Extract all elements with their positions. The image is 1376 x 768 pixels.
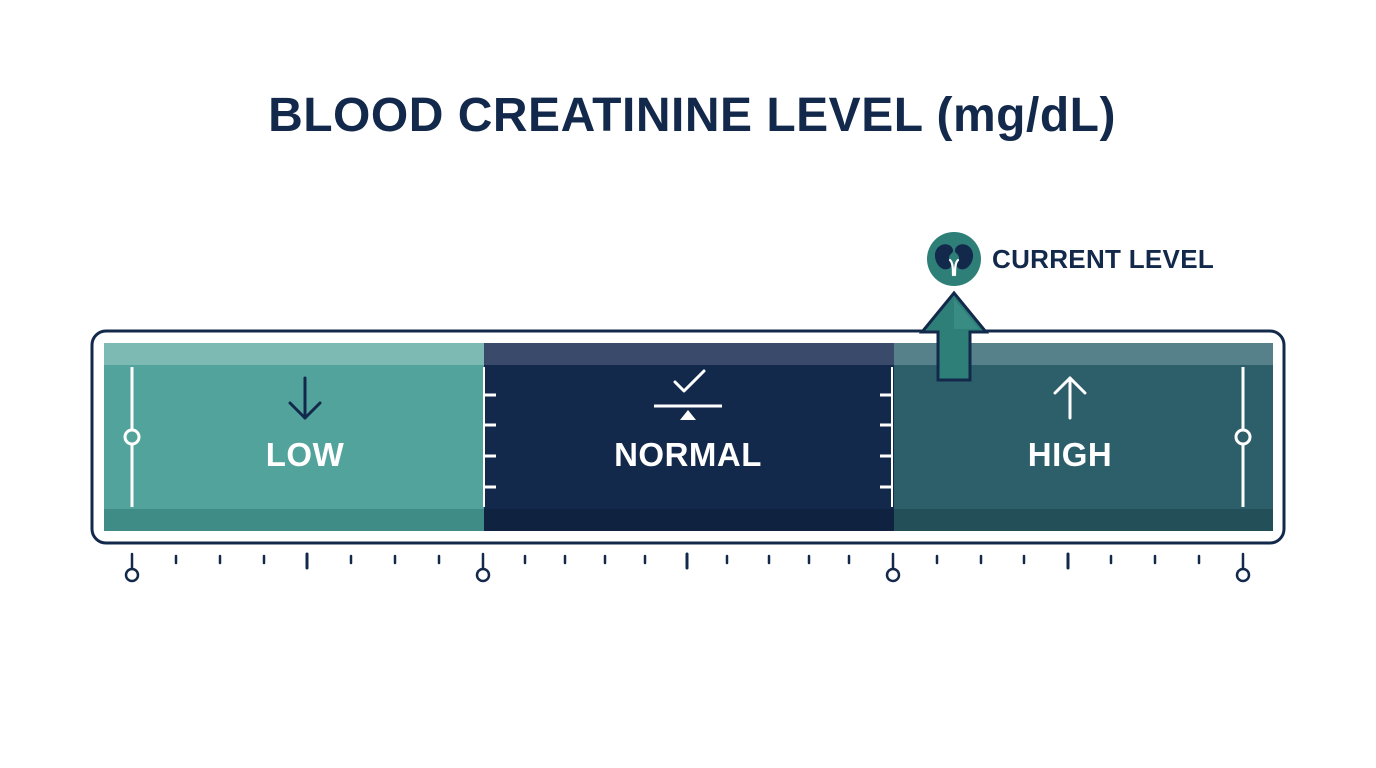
- zone-label-normal: NORMAL: [614, 436, 762, 473]
- kidney-icon: [927, 232, 981, 286]
- diagram-title: BLOOD CREATININE LEVEL (mg/dL): [268, 89, 1116, 142]
- zone-label-low: LOW: [265, 436, 345, 473]
- ruler-anchor-point: [475, 567, 491, 583]
- ruler-anchor-point: [124, 567, 140, 583]
- current-level-pointer: [918, 290, 990, 382]
- left-end-bracket: [123, 367, 141, 507]
- arrow-down-icon: [288, 376, 322, 420]
- zone-normal-band: [484, 343, 894, 531]
- scale-ruler: [124, 552, 1251, 583]
- checkmark-balance-icon: [654, 369, 722, 420]
- ruler-anchor-point: [885, 567, 901, 583]
- ruler-anchor-point: [1235, 567, 1251, 583]
- arrow-up-icon: [1053, 376, 1087, 420]
- zone-low-band: [104, 343, 484, 531]
- normal-low-boundary-ticks: [483, 367, 496, 507]
- right-end-bracket: [1234, 367, 1252, 507]
- zone-label-high: HIGH: [1027, 436, 1113, 473]
- normal-high-boundary-ticks: [880, 367, 893, 507]
- current-level-label: CURRENT LEVEL: [992, 244, 1215, 274]
